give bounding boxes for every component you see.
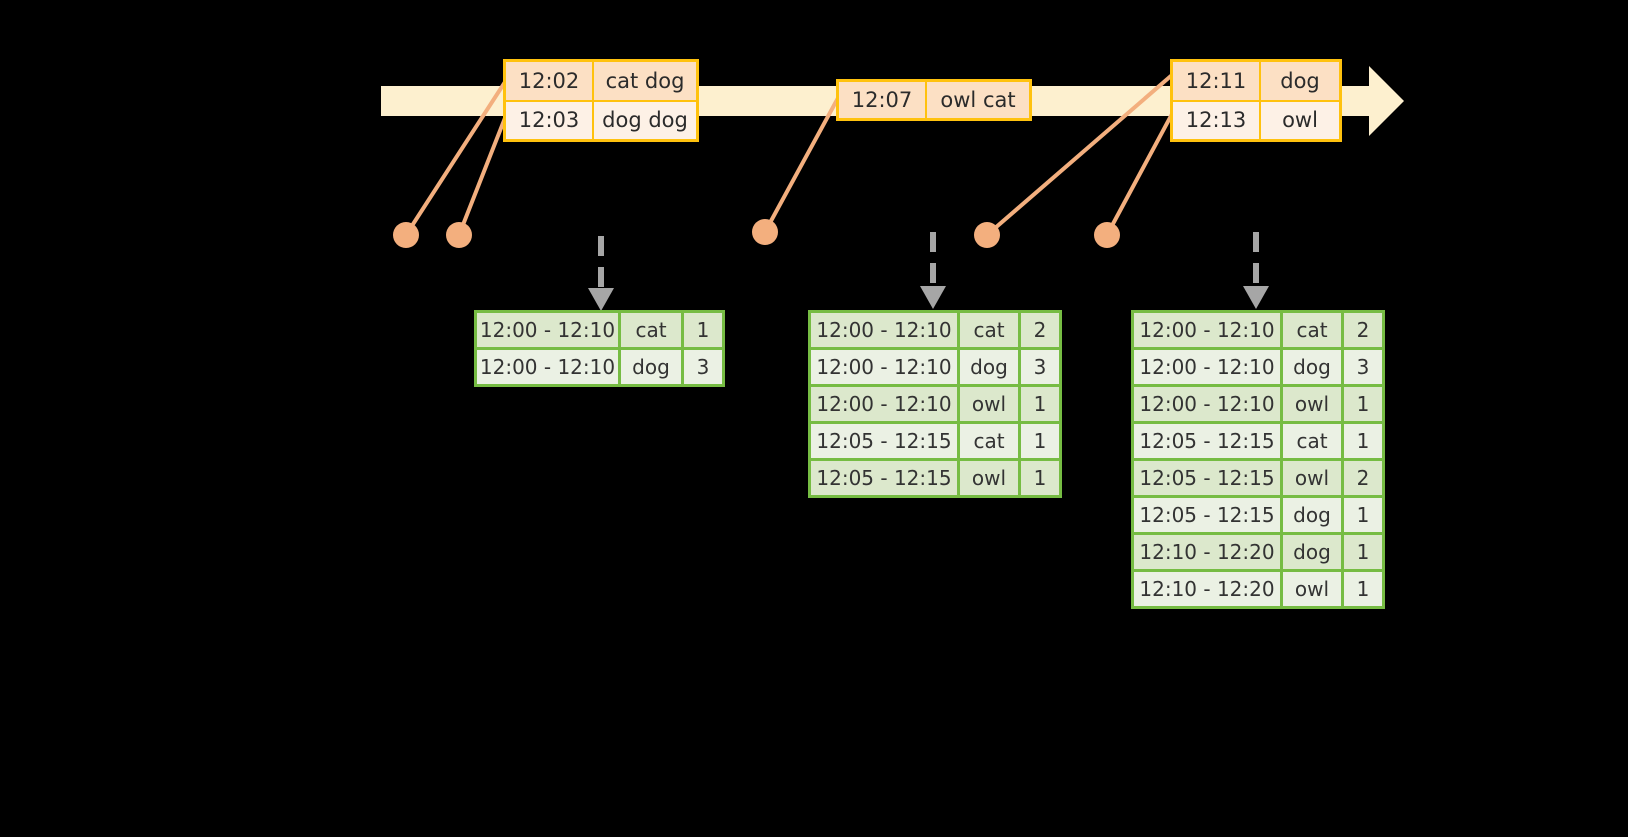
window-cell: 12:00 - 12:10	[1134, 387, 1280, 421]
connector-dot-1	[393, 222, 419, 248]
table-row: 12:10 - 12:20 dog 1	[1134, 535, 1382, 569]
table-row: 12:05 - 12:15 dog 1	[1134, 498, 1382, 532]
result-table-2: 12:00 - 12:10 cat 2 12:00 - 12:10 dog 3 …	[808, 310, 1062, 498]
connector-line-3	[763, 96, 840, 234]
table-row: 12:00 - 12:10 dog 3	[811, 350, 1059, 384]
event-words: owl cat	[927, 82, 1029, 118]
count-cell: 1	[1021, 461, 1059, 495]
event-time: 12:03	[506, 101, 592, 139]
word-cell: owl	[960, 461, 1018, 495]
count-cell: 1	[1021, 387, 1059, 421]
window-cell: 12:05 - 12:15	[1134, 424, 1280, 458]
count-cell: 1	[1344, 387, 1382, 421]
result-table-1: 12:00 - 12:10 cat 1 12:00 - 12:10 dog 3	[474, 310, 725, 387]
event-row: 12:11 dog	[1173, 62, 1339, 100]
event-words: dog dog	[594, 101, 696, 139]
event-row: 12:07 owl cat	[839, 82, 1029, 118]
connector-dots	[393, 219, 1120, 248]
count-cell: 2	[1344, 313, 1382, 347]
table-row: 12:00 - 12:10 owl 1	[1134, 387, 1382, 421]
count-cell: 1	[1344, 572, 1382, 606]
word-cell: owl	[1283, 461, 1341, 495]
emit-arrow-2	[920, 232, 946, 309]
connector-line-5	[1105, 112, 1174, 237]
table-row: 12:05 - 12:15 cat 1	[1134, 424, 1382, 458]
count-cell: 3	[684, 350, 722, 384]
window-cell: 12:05 - 12:15	[811, 424, 957, 458]
window-cell: 12:05 - 12:15	[811, 461, 957, 495]
table-row: 12:00 - 12:10 dog 3	[1134, 350, 1382, 384]
event-group-1: 12:02 cat dog 12:03 dog dog	[503, 59, 699, 142]
event-row: 12:02 cat dog	[506, 62, 696, 100]
connector-dot-3	[752, 219, 778, 245]
table-row: 12:00 - 12:10 cat 2	[811, 313, 1059, 347]
connector-line-2	[457, 116, 507, 237]
word-cell: dog	[1283, 498, 1341, 532]
word-cell: dog	[960, 350, 1018, 384]
window-cell: 12:00 - 12:10	[811, 313, 957, 347]
count-cell: 2	[1344, 461, 1382, 495]
table-row: 12:00 - 12:10 dog 3	[477, 350, 722, 384]
connector-dot-4	[974, 222, 1000, 248]
event-time: 12:13	[1173, 101, 1259, 139]
word-cell: owl	[960, 387, 1018, 421]
word-cell: dog	[1283, 350, 1341, 384]
event-words: dog	[1261, 62, 1339, 100]
table-row: 12:00 - 12:10 owl 1	[811, 387, 1059, 421]
event-words: owl	[1261, 101, 1339, 139]
word-cell: cat	[621, 313, 681, 347]
table-row: 12:00 - 12:10 cat 1	[477, 313, 722, 347]
event-group-3: 12:11 dog 12:13 owl	[1170, 59, 1342, 142]
window-cell: 12:00 - 12:10	[811, 350, 957, 384]
word-cell: dog	[1283, 535, 1341, 569]
event-row: 12:03 dog dog	[506, 101, 696, 139]
event-group-2: 12:07 owl cat	[836, 79, 1032, 121]
word-cell: owl	[1283, 387, 1341, 421]
count-cell: 3	[1344, 350, 1382, 384]
window-cell: 12:00 - 12:10	[477, 313, 618, 347]
table-row: 12:05 - 12:15 cat 1	[811, 424, 1059, 458]
word-cell: cat	[1283, 313, 1341, 347]
count-cell: 1	[684, 313, 722, 347]
count-cell: 1	[1344, 424, 1382, 458]
table-row: 12:00 - 12:10 cat 2	[1134, 313, 1382, 347]
emit-arrows	[588, 232, 1269, 311]
event-time: 12:02	[506, 62, 592, 100]
count-cell: 1	[1344, 498, 1382, 532]
emit-arrow-3	[1243, 232, 1269, 309]
window-cell: 12:05 - 12:15	[1134, 461, 1280, 495]
window-cell: 12:00 - 12:10	[811, 387, 957, 421]
table-row: 12:05 - 12:15 owl 1	[811, 461, 1059, 495]
connector-dot-5	[1094, 222, 1120, 248]
window-cell: 12:00 - 12:10	[1134, 350, 1280, 384]
word-cell: cat	[960, 424, 1018, 458]
event-row: 12:13 owl	[1173, 101, 1339, 139]
window-cell: 12:05 - 12:15	[1134, 498, 1280, 532]
event-time: 12:11	[1173, 62, 1259, 100]
emit-arrow-1	[588, 236, 614, 311]
table-row: 12:05 - 12:15 owl 2	[1134, 461, 1382, 495]
window-cell: 12:10 - 12:20	[1134, 535, 1280, 569]
window-cell: 12:10 - 12:20	[1134, 572, 1280, 606]
table-row: 12:10 - 12:20 owl 1	[1134, 572, 1382, 606]
result-table-3: 12:00 - 12:10 cat 2 12:00 - 12:10 dog 3 …	[1131, 310, 1385, 609]
connector-line-1	[404, 80, 507, 237]
word-cell: cat	[960, 313, 1018, 347]
word-cell: dog	[621, 350, 681, 384]
count-cell: 2	[1021, 313, 1059, 347]
count-cell: 1	[1344, 535, 1382, 569]
count-cell: 1	[1021, 424, 1059, 458]
word-cell: owl	[1283, 572, 1341, 606]
event-words: cat dog	[594, 62, 696, 100]
count-cell: 3	[1021, 350, 1059, 384]
event-time: 12:07	[839, 82, 925, 118]
connector-dot-2	[446, 222, 472, 248]
window-cell: 12:00 - 12:10	[1134, 313, 1280, 347]
word-cell: cat	[1283, 424, 1341, 458]
window-cell: 12:00 - 12:10	[477, 350, 618, 384]
